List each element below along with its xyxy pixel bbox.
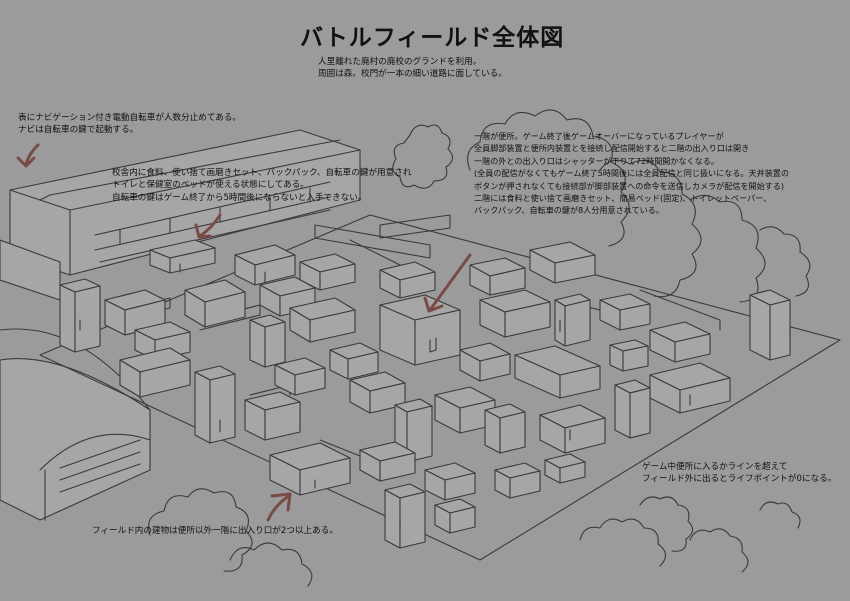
note-school: 校舎内に食料、使い捨て画磨きセット、バックパック、自転車の鍵が用意され トイレと… bbox=[112, 167, 411, 204]
note-line: 周囲は森。校門が一本の細い道路に面している。 bbox=[318, 69, 507, 80]
note-line: (全員の配信がなくてもゲーム終了5時間後には全員配信と同じ扱いになる。天井装置の bbox=[474, 168, 789, 179]
note-line-rule: ゲーム中便所に入るかラインを超えて フィールド外に出るとライフポイントが0になる… bbox=[642, 461, 836, 486]
note-line: 二階には食料と使い捨て画磨きセット、簡易ベッド(固定)、トイレットペーパー、 bbox=[474, 193, 772, 204]
annotation-arrows bbox=[16, 143, 472, 522]
forest-front bbox=[148, 488, 801, 587]
note-toilet: 一階が便所。ゲーム終了後ゲームオーバーになっているプレイヤーが 全員脚部装置と便… bbox=[474, 130, 789, 217]
note-line: 一階の外との出入り口はシャッターが下りて72時間開かなくなる。 bbox=[474, 155, 719, 166]
note-line: ボタンが押されなくても接続部が脚部装置への命令を送信しカメラが配信を開始する) bbox=[474, 180, 785, 191]
note-buildings: フィールド内の建物は便所以外一階に出入り口が2つ以上ある。 bbox=[92, 525, 338, 537]
note-line: 一階が便所。ゲーム終了後ゲームオーバーになっているプレイヤーが bbox=[474, 131, 724, 141]
note-line: バックパック、自転車の鍵が8人分用意されている。 bbox=[474, 205, 664, 216]
school-building bbox=[0, 129, 361, 301]
note-line: 自転車の鍵はゲーム終了から5時間後にならないと入手できない。 bbox=[112, 192, 367, 203]
note-line: ゲーム中便所に入るかラインを超えて bbox=[642, 462, 788, 472]
note-line: 表にナビゲーション付き電動自転車が人数分止めてある。 bbox=[18, 113, 242, 123]
note-line: フィールド内の建物は便所以外一階に出入り口が2つ以上ある。 bbox=[92, 526, 338, 536]
note-line: 人里離れた廃村の廃校のグランドを利用。 bbox=[318, 57, 482, 67]
forest-back bbox=[392, 109, 811, 303]
note-line: 全員脚部装置と便所内装置とを接続し配信開始すると二階の出入り口は開き bbox=[474, 143, 750, 154]
note-intro: 人里離れた廃村の廃校のグランドを利用。 周囲は森。校門が一本の細い道路に面してい… bbox=[318, 56, 507, 81]
note-line: トイレと保健室のベッドが使える状態にしてある。 bbox=[112, 180, 309, 191]
buildings bbox=[59, 239, 791, 549]
note-navigation: 表にナビゲーション付き電動自転車が人数分止めてある。 ナビは自転車の鍵で起動する… bbox=[18, 112, 241, 137]
note-line: フィールド外に出るとライフポイントが0になる。 bbox=[642, 474, 837, 485]
note-line: ナビは自転車の鍵で起動する。 bbox=[18, 125, 139, 136]
note-line: 校舎内に食料、使い捨て画磨きセット、バックパック、自転車の鍵が用意され bbox=[112, 168, 412, 178]
page-title: バトルフィールド全体図 bbox=[300, 25, 565, 51]
